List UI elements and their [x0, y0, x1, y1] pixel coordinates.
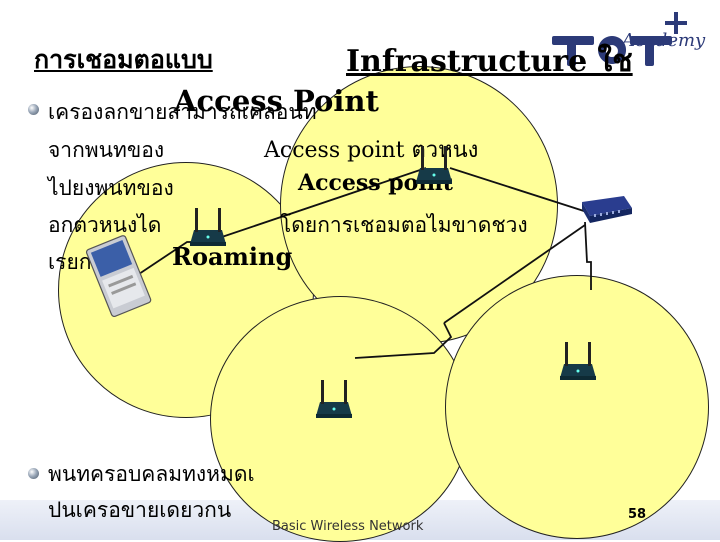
logo-text: Academy — [622, 30, 706, 51]
bullet1-line5-en: Roaming — [172, 242, 293, 271]
bullet2-line2: ปนเครอขายเดยวกน — [48, 498, 232, 522]
bullet1-line2-en: Access point ตวหนง — [264, 138, 479, 163]
coverage-area-bottom — [210, 296, 470, 542]
page-number: 58 — [628, 507, 647, 522]
link-router-ap-top — [449, 167, 588, 213]
link-ap-to-ap — [206, 167, 427, 243]
title-line2: Access Point — [174, 84, 379, 118]
pcmcia-card-icon — [85, 235, 152, 318]
bullet1-line4-thai: อกตวหนงได — [48, 213, 162, 237]
bullet-icon — [28, 104, 39, 115]
access-point-icon — [560, 342, 596, 380]
footer-text: Basic Wireless Network — [272, 519, 424, 534]
bullet2-line1: พนทครอบคลมทงหมดเ — [48, 462, 255, 486]
link-router-ap-bottom — [443, 224, 586, 324]
bullet1-line2-thai: จากพนทของ — [48, 138, 165, 162]
link-ap-bottom — [354, 322, 453, 359]
access-point-icon — [190, 208, 226, 246]
title-english: Infrastructure ใช — [346, 44, 633, 79]
access-point-icon — [316, 380, 352, 418]
coverage-area-right — [445, 275, 709, 539]
bullet-icon — [28, 468, 39, 479]
link-router-ap-right — [584, 221, 592, 290]
bullet1-line4-en: โดยการเชอมตอไมขาดชวง — [280, 213, 528, 237]
title-thai: การเชอมตอแบบ — [34, 45, 213, 74]
tot-academy-logo — [552, 12, 687, 66]
access-point-icon — [416, 146, 452, 184]
bullet1-line3-thai: ไปยงพนทของ — [48, 176, 174, 200]
bullet1-line1: เครองลกขายสามารถเคลอนท — [48, 100, 317, 124]
router-icon — [582, 196, 632, 223]
